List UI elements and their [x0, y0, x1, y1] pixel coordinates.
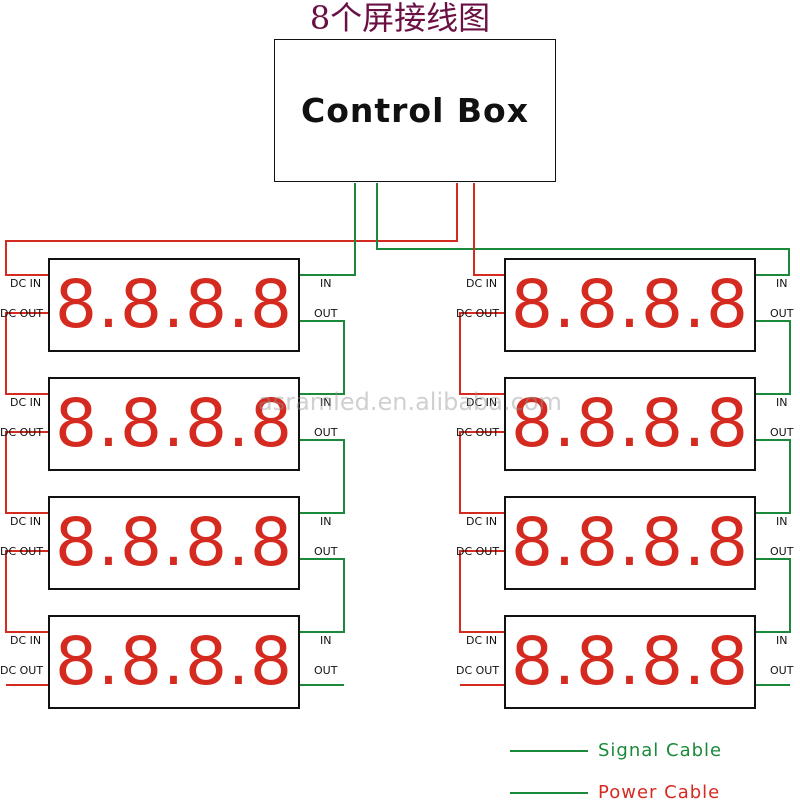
- led-display-left-3: 8.8.8.8: [48, 496, 300, 590]
- display-digits: 8.8.8.8: [55, 504, 293, 581]
- port-label-out: OUT: [314, 307, 338, 320]
- signal-cable-left-feed: [300, 183, 356, 276]
- port-label-dc-in: DC IN: [466, 277, 498, 290]
- port-label-dc-out: DC OUT: [0, 545, 44, 558]
- legend-power-label: Power Cable: [598, 782, 721, 803]
- signal-cable-link: [300, 320, 345, 395]
- signal-cable-right-feed: [376, 183, 790, 276]
- control-box: Control Box: [274, 39, 556, 182]
- port-label-out: OUT: [770, 664, 794, 677]
- port-label-in: IN: [320, 396, 332, 409]
- display-digits: 8.8.8.8: [511, 504, 749, 581]
- led-display-right-3: 8.8.8.8: [504, 496, 756, 590]
- led-display-left-2: 8.8.8.8: [48, 377, 300, 471]
- watermark: asramled.en.alibaba.com: [258, 388, 562, 416]
- led-display-left-1: 8.8.8.8: [48, 258, 300, 352]
- port-label-dc-in: DC IN: [466, 634, 498, 647]
- port-label-dc-out: DC OUT: [0, 426, 44, 439]
- diagram-title: 8个屏接线图: [309, 0, 491, 37]
- port-label-dc-in: DC IN: [10, 277, 42, 290]
- port-label-dc-out: DC OUT: [0, 664, 44, 677]
- port-label-in: IN: [776, 396, 788, 409]
- port-label-out: OUT: [770, 426, 794, 439]
- led-display-right-2: 8.8.8.8: [504, 377, 756, 471]
- port-label-dc-out: DC OUT: [456, 545, 500, 558]
- power-cable-left-feed: [5, 183, 458, 276]
- power-cable-link: [5, 312, 48, 395]
- signal-cable-link: [756, 558, 791, 633]
- power-cable-link: [5, 550, 48, 633]
- led-display-right-1: 8.8.8.8: [504, 258, 756, 352]
- display-digits: 8.8.8.8: [511, 623, 749, 700]
- signal-cable-link: [756, 439, 791, 514]
- led-display-left-4: 8.8.8.8: [48, 615, 300, 709]
- port-label-dc-out: DC OUT: [456, 426, 500, 439]
- port-label-in: IN: [776, 277, 788, 290]
- port-label-dc-in: DC IN: [466, 396, 498, 409]
- signal-cable-link: [300, 439, 345, 514]
- port-label-in: IN: [320, 515, 332, 528]
- port-label-dc-in: DC IN: [466, 515, 498, 528]
- display-digits: 8.8.8.8: [55, 385, 293, 462]
- power-cable-link: [5, 431, 48, 514]
- display-digits: 8.8.8.8: [511, 385, 749, 462]
- power-cable-link: [459, 312, 504, 395]
- port-label-out: OUT: [314, 426, 338, 439]
- signal-cable-link: [300, 558, 345, 633]
- power-cable-right-feed: [473, 183, 504, 276]
- port-label-dc-in: DC IN: [10, 515, 42, 528]
- control-box-label: Control Box: [300, 91, 529, 130]
- port-label-dc-in: DC IN: [10, 634, 42, 647]
- power-cable-link: [459, 431, 504, 514]
- port-label-dc-out: DC OUT: [456, 664, 500, 677]
- led-display-right-4: 8.8.8.8: [504, 615, 756, 709]
- signal-cable-link: [756, 320, 791, 395]
- port-label-out: OUT: [770, 545, 794, 558]
- port-label-dc-out: DC OUT: [456, 307, 500, 320]
- display-digits: 8.8.8.8: [55, 266, 293, 343]
- legend-signal-label: Signal Cable: [598, 740, 723, 761]
- port-label-out: OUT: [770, 307, 794, 320]
- port-label-out: OUT: [314, 664, 338, 677]
- port-label-dc-out: DC OUT: [0, 307, 44, 320]
- port-label-dc-in: DC IN: [10, 396, 42, 409]
- port-label-in: IN: [320, 634, 332, 647]
- display-digits: 8.8.8.8: [511, 266, 749, 343]
- port-label-in: IN: [776, 515, 788, 528]
- display-digits: 8.8.8.8: [55, 623, 293, 700]
- port-label-in: IN: [776, 634, 788, 647]
- port-label-in: IN: [320, 277, 332, 290]
- power-cable-link: [459, 550, 504, 633]
- port-label-out: OUT: [314, 545, 338, 558]
